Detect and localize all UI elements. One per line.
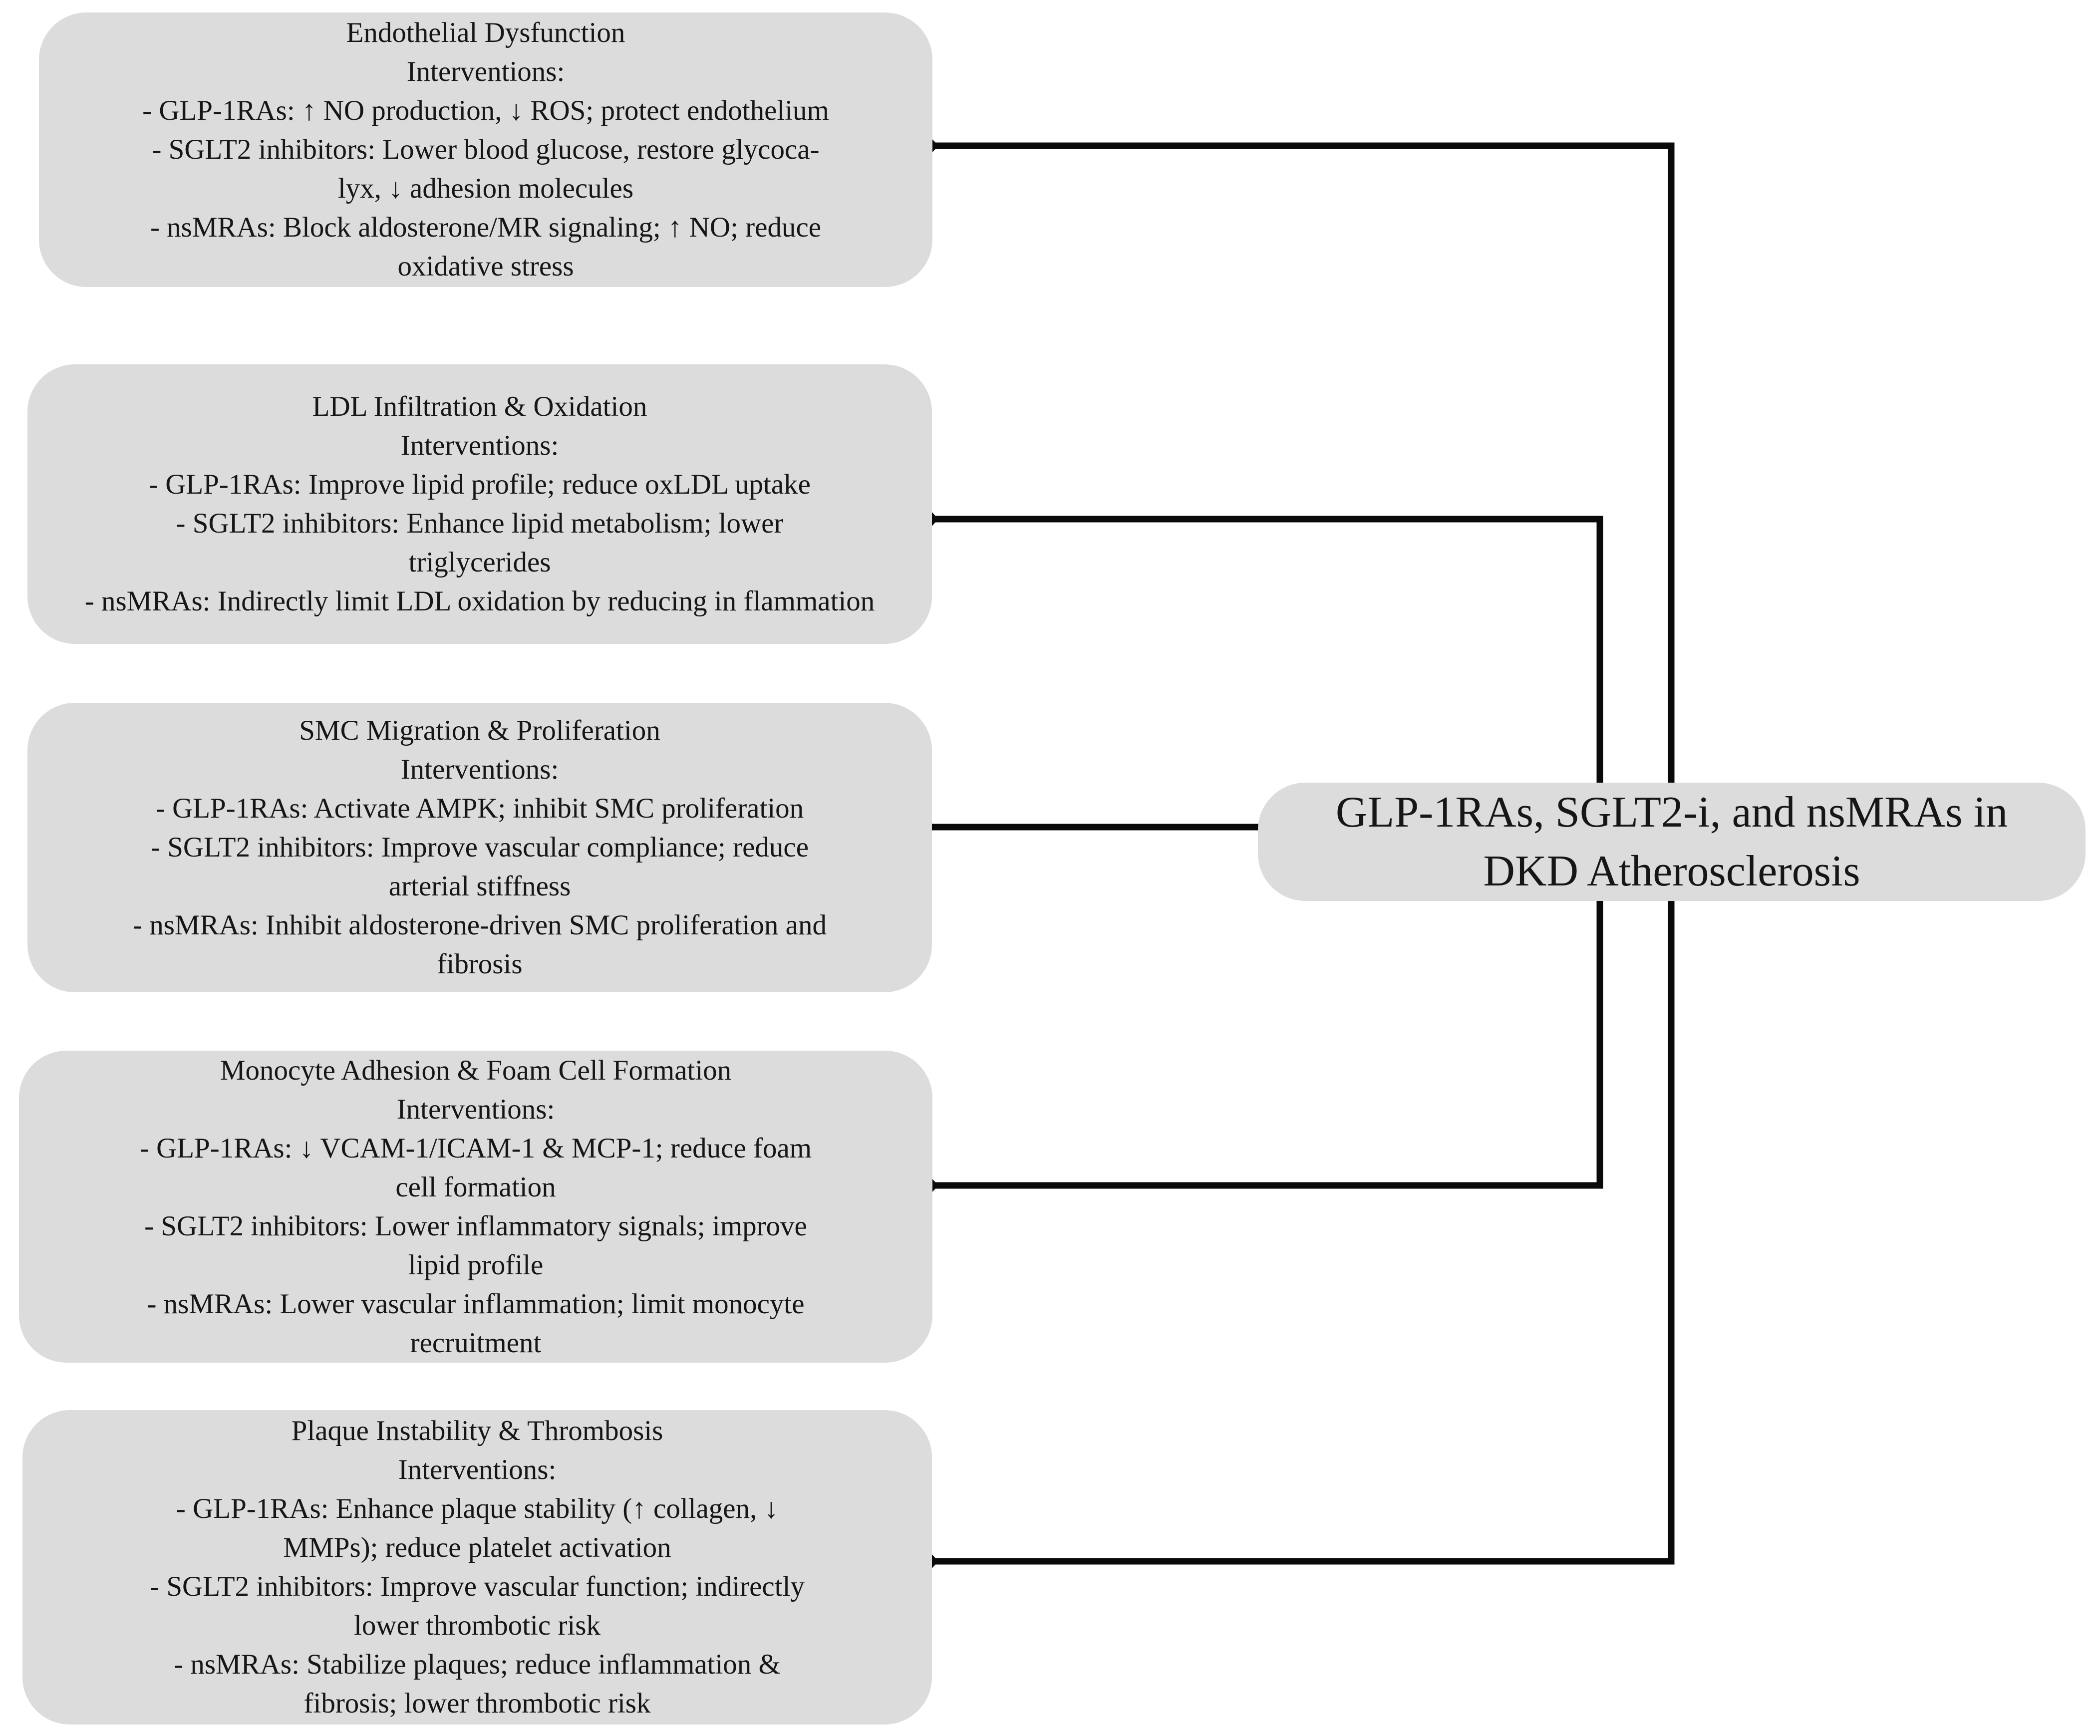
text-line: - nsMRAs: Stabilize plaques; reduce infl… [174, 1649, 781, 1680]
text-line: oxidative stress [397, 251, 574, 282]
text-line: lipid profile [408, 1249, 544, 1281]
text-line: - GLP-1RAs: Improve lipid profile; reduc… [149, 469, 811, 500]
text-line: Interventions: [406, 56, 565, 87]
text-line: - nsMRAs: Inhibit aldosterone-driven SMC… [133, 909, 827, 941]
text-line: LDL Infiltration & Oxidation [312, 391, 647, 422]
text-line: - GLP-1RAs: Activate AMPK; inhibit SMC p… [155, 793, 804, 824]
text-line: - nsMRAs: Lower vascular inflammation; l… [147, 1288, 805, 1320]
text-line: fibrosis [437, 948, 523, 980]
text-line: Interventions: [398, 1454, 557, 1485]
text-line: Monocyte Adhesion & Foam Cell Formation [220, 1054, 732, 1086]
text-line: cell formation [395, 1171, 556, 1203]
text-line: GLP-1RAs, SGLT2-i, and nsMRAs in [1335, 788, 2008, 837]
text-line: - GLP-1RAs: ↑ NO production, ↓ ROS; prot… [142, 95, 829, 126]
text-line: Plaque Instability & Thrombosis [291, 1415, 663, 1447]
text-line: arterial stiffness [388, 870, 571, 902]
text-line: Endothelial Dysfunction [346, 17, 625, 48]
text-line: - GLP-1RAs: Enhance plaque stability (↑ … [176, 1493, 779, 1524]
text-line: - SGLT2 inhibitors: Lower blood glucose,… [152, 134, 820, 165]
text-line: - nsMRAs: Indirectly limit LDL oxidation… [84, 585, 875, 617]
text-line: DKD Atherosclerosis [1483, 847, 1860, 895]
text-line: - nsMRAs: Block aldosterone/MR signaling… [150, 212, 822, 243]
text-line: lower thrombotic risk [354, 1610, 600, 1641]
text-line: - GLP-1RAs: ↓ VCAM-1/ICAM-1 & MCP-1; red… [139, 1132, 812, 1164]
text-line: - SGLT2 inhibitors: Improve vascular com… [150, 832, 809, 863]
text-line: lyx, ↓ adhesion molecules [337, 173, 634, 204]
text-line: Interventions: [400, 430, 559, 461]
text-line: - SGLT2 inhibitors: Enhance lipid metabo… [176, 508, 784, 539]
text-line: triglycerides [408, 547, 551, 578]
text-line: - SGLT2 inhibitors: Lower inflammatory s… [144, 1210, 807, 1242]
text-line: - SGLT2 inhibitors: Improve vascular fun… [150, 1571, 805, 1602]
text-line: SMC Migration & Proliferation [299, 715, 660, 746]
text-line: Interventions: [396, 1093, 555, 1125]
text-line: Interventions: [400, 754, 559, 785]
text-line: fibrosis; lower thrombotic risk [303, 1688, 651, 1719]
text-line: recruitment [410, 1327, 542, 1359]
node-central-source: GLP-1RAs, SGLT2-i, and nsMRAs in DKD Athe… [1258, 783, 2086, 901]
text-line: MMPs); reduce platelet activation [283, 1532, 671, 1563]
